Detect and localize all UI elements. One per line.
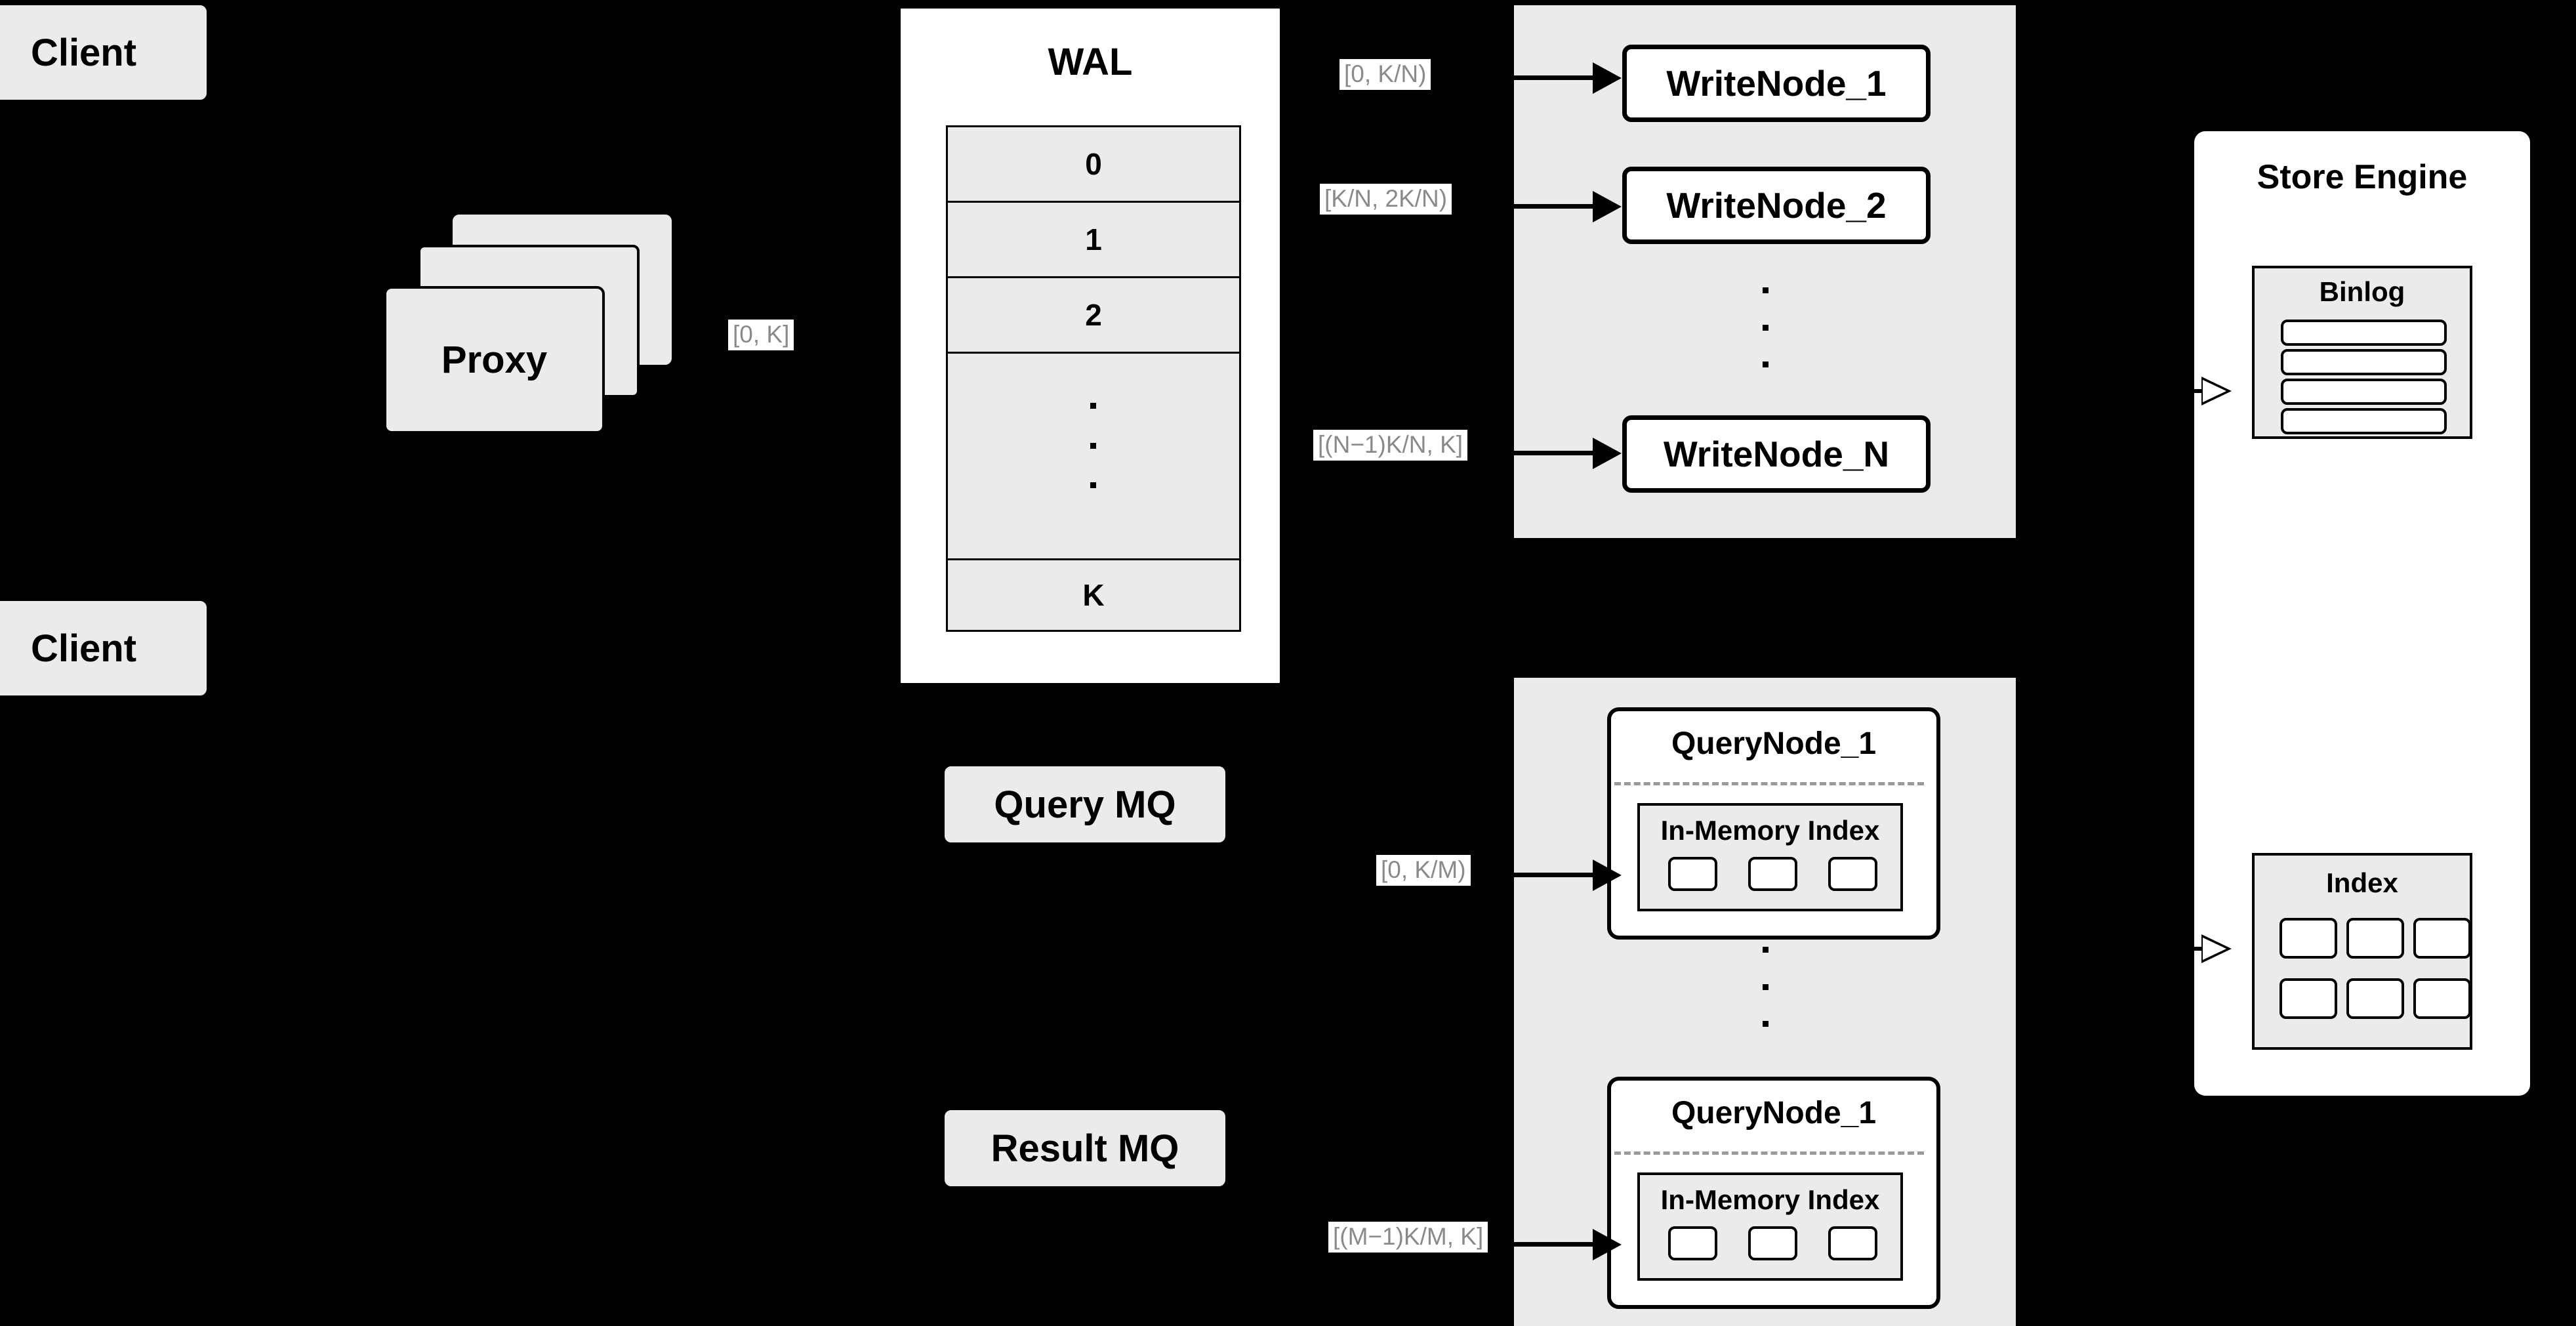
query-node-group: QueryNode_1 In-Memory Index QueryNode_1 … [1514, 678, 2016, 1326]
client-box-2[interactable]: Client [0, 601, 207, 695]
arrow-line-to-binlog [2171, 389, 2211, 393]
query-node-m-inner-index-label: In-Memory Index [1660, 1184, 1880, 1215]
write-group-ellipsis-dots [1762, 287, 1768, 367]
index-slot-2 [2346, 918, 2404, 959]
edge-label-writenode-n: [(N−1)K/N, K] [1313, 430, 1468, 461]
result-mq-label: Result MQ [991, 1127, 1179, 1170]
write-node-1[interactable]: WriteNode_1 [1622, 45, 1931, 122]
wal-ellipsis-dots [1090, 403, 1096, 488]
binlog-slot-1 [2281, 320, 2447, 346]
arrow-head-writenode-2 [1593, 191, 1622, 222]
arrow-head-to-index [2201, 934, 2232, 963]
binlog-label: Binlog [2319, 276, 2405, 307]
query-node-m-inner-index: In-Memory Index [1637, 1172, 1903, 1281]
edge-label-querynode-1: [0, K/M) [1376, 855, 1471, 886]
wal-row-1: 1 [948, 203, 1239, 278]
query-node-m-title: QueryNode_1 [1671, 1096, 1877, 1130]
wal-row-2: 2 [948, 278, 1239, 354]
result-mq-box[interactable]: Result MQ [945, 1110, 1225, 1186]
arrow-head-to-binlog [2201, 377, 2232, 405]
arrow-head-writenode-n [1593, 438, 1622, 469]
query-node-1-inner-index: In-Memory Index [1637, 803, 1903, 911]
proxy-box[interactable]: Proxy [384, 286, 605, 434]
client-box-1[interactable]: Client [0, 5, 207, 100]
query-mq-label: Query MQ [994, 783, 1176, 826]
store-engine-container: Store Engine Binlog Index [2191, 128, 2533, 1099]
index-slot-1 [2280, 918, 2337, 959]
query-node-m-index-slot-2 [1748, 1226, 1797, 1260]
binlog-slot-3 [2281, 379, 2447, 405]
query-node-1[interactable]: QueryNode_1 In-Memory Index [1607, 707, 1940, 940]
arrow-head-querynode-1 [1593, 860, 1622, 891]
edge-label-proxy-to-wal: [0, K] [728, 320, 794, 350]
edge-label-querynode-m: [(M−1)K/M, K] [1328, 1222, 1488, 1253]
write-node-n[interactable]: WriteNode_N [1622, 415, 1931, 493]
proxy-label: Proxy [441, 339, 548, 381]
index-slot-4 [2280, 978, 2337, 1019]
query-node-1-separator [1614, 782, 1924, 785]
index-slot-5 [2346, 978, 2404, 1019]
query-mq-box[interactable]: Query MQ [945, 766, 1225, 842]
index-slot-6 [2413, 978, 2471, 1019]
query-node-1-index-slot-3 [1828, 857, 1877, 891]
wal-row-ellipsis [948, 354, 1239, 560]
query-group-ellipsis-dots [1762, 947, 1768, 1027]
index-label: Index [2326, 867, 2398, 898]
write-node-1-label: WriteNode_1 [1666, 63, 1887, 104]
arrow-head-querynode-m [1593, 1229, 1622, 1260]
query-node-m-separator [1614, 1151, 1924, 1155]
wal-table: 0 1 2 K [946, 125, 1241, 632]
arrow-line-writenode-n [1502, 451, 1607, 455]
arrow-head-writenode-1 [1593, 62, 1622, 94]
wal-container: WAL 0 1 2 K [897, 5, 1283, 686]
client-label-1: Client [30, 31, 137, 74]
binlog-slot-4 [2281, 408, 2447, 434]
wal-row-k: K [1082, 578, 1105, 612]
write-node-2[interactable]: WriteNode_2 [1622, 167, 1931, 244]
index-slot-3 [2413, 918, 2471, 959]
arrow-line-querynode-1 [1502, 873, 1607, 877]
query-node-m[interactable]: QueryNode_1 In-Memory Index [1607, 1077, 1940, 1309]
wal-row-0: 0 [948, 127, 1239, 203]
client-label-2: Client [30, 627, 137, 670]
query-node-1-index-slot-1 [1668, 857, 1717, 891]
query-node-m-index-slot-1 [1668, 1226, 1717, 1260]
write-node-2-label: WriteNode_2 [1666, 185, 1887, 226]
query-node-1-index-slot-2 [1748, 857, 1797, 891]
wal-title: WAL [1048, 41, 1133, 83]
arrow-line-writenode-1 [1502, 75, 1607, 80]
binlog-slot-2 [2281, 349, 2447, 375]
store-engine-title: Store Engine [2257, 158, 2468, 196]
index-box: Index [2252, 853, 2472, 1050]
edge-label-writenode-1: [0, K/N) [1339, 59, 1431, 90]
write-node-n-label: WriteNode_N [1663, 434, 1890, 474]
arrow-line-querynode-m [1502, 1242, 1607, 1247]
edge-label-writenode-2: [K/N, 2K/N) [1320, 184, 1452, 215]
query-node-1-inner-index-label: In-Memory Index [1660, 815, 1880, 846]
arrow-line-to-index [2171, 947, 2211, 951]
arrow-line-writenode-2 [1502, 204, 1607, 209]
write-node-group: WriteNode_1 WriteNode_2 WriteNode_N [1514, 5, 2016, 538]
binlog-box: Binlog [2252, 266, 2472, 439]
query-node-1-title: QueryNode_1 [1671, 726, 1877, 761]
query-node-m-index-slot-3 [1828, 1226, 1877, 1260]
